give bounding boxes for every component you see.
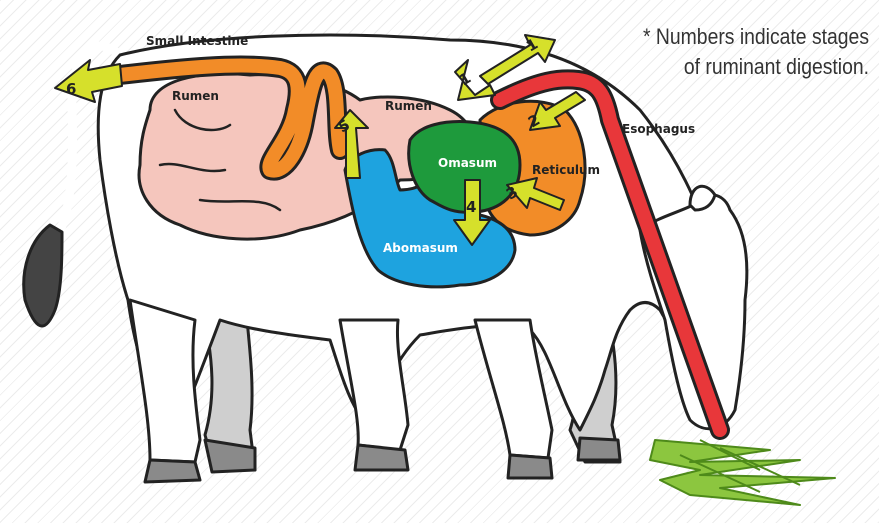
stage-number-4: 4 xyxy=(466,198,476,216)
grass-clump xyxy=(650,440,835,505)
cow-legs-near xyxy=(130,300,552,462)
label-abomasum: Abomasum xyxy=(383,241,458,255)
tail-tuft xyxy=(24,225,62,326)
label-rumen-center: Rumen xyxy=(385,99,432,113)
label-omasum: Omasum xyxy=(438,156,497,170)
stages-note: * Numbers indicate stages of ruminant di… xyxy=(640,22,869,82)
label-rumen-left: Rumen xyxy=(172,89,219,103)
label-esophagus: Esophagus xyxy=(622,122,695,136)
label-reticulum: Reticulum xyxy=(532,163,600,177)
label-small-intestine: Small Intestine xyxy=(146,34,248,48)
stage-number-6: 6 xyxy=(66,80,76,98)
